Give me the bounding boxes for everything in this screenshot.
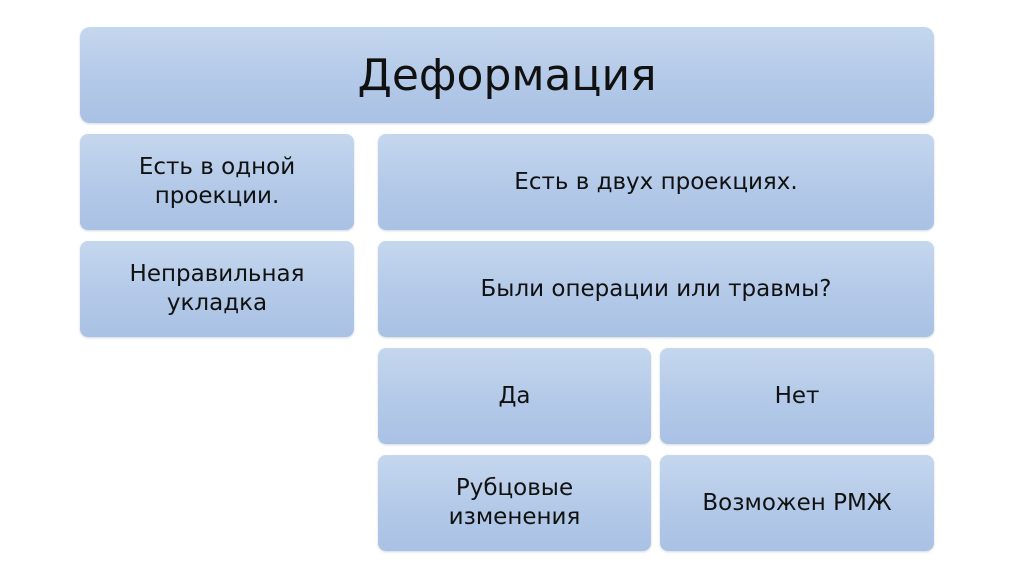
one-projection-box: Есть в одной проекции. <box>80 134 354 230</box>
no-box: Нет <box>660 348 934 444</box>
two-projections-box: Есть в двух проекциях. <box>378 134 934 230</box>
possible-cancer-box: Возможен РМЖ <box>660 455 934 551</box>
wrong-positioning-box: Неправильная укладка <box>80 241 354 337</box>
one-projection-text: Есть в одной проекции. <box>138 154 296 209</box>
surgery-trauma-question-text: Были операции или травмы? <box>480 275 832 302</box>
surgery-trauma-question-box: Были операции или травмы? <box>378 241 934 337</box>
wrong-positioning-text: Неправильная укладка <box>129 261 305 316</box>
possible-cancer-text: Возможен РМЖ <box>702 489 892 516</box>
scar-changes-box: Рубцовые изменения <box>378 455 651 551</box>
scar-changes-text: Рубцовые изменения <box>448 475 581 530</box>
title-text: Деформация <box>357 49 657 101</box>
yes-text: Да <box>498 382 531 409</box>
title-box: Деформация <box>80 27 934 123</box>
yes-box: Да <box>378 348 651 444</box>
no-text: Нет <box>774 382 820 409</box>
two-projections-text: Есть в двух проекциях. <box>514 168 798 195</box>
